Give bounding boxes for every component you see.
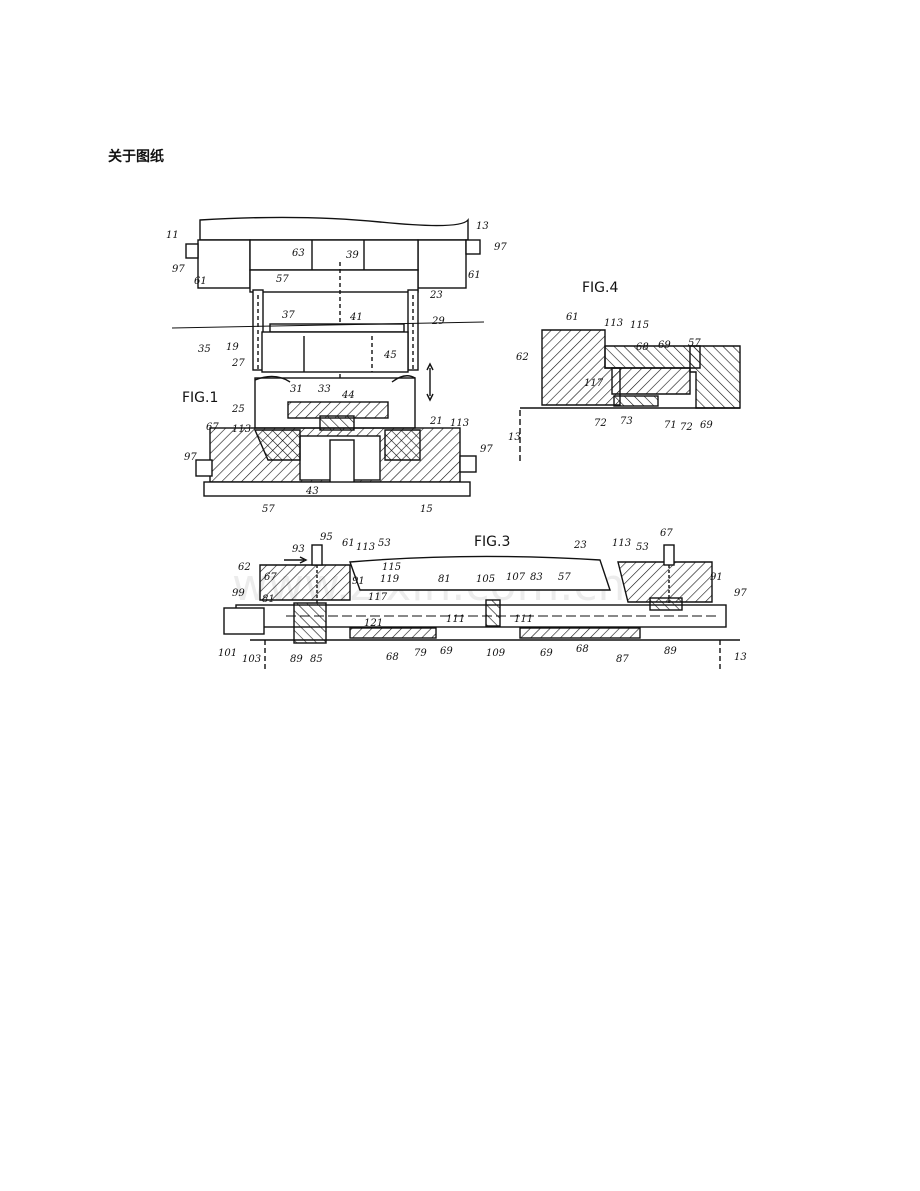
fig3-label-95: 95 <box>320 532 333 543</box>
fig4-label-113: 113 <box>604 318 623 329</box>
fig4-label-72b: 72 <box>680 422 693 433</box>
fig3-label-89a: 89 <box>290 654 303 665</box>
fig3-label-89b: 89 <box>664 646 677 657</box>
fig3-label-68a: 68 <box>386 652 399 663</box>
fig1-label-97d: 97 <box>480 444 493 455</box>
fig4-label-68: 68 <box>636 342 649 353</box>
fig3-label-97: 97 <box>734 588 747 599</box>
fig1-label-113b: 113 <box>450 418 469 429</box>
fig3-label-115: 115 <box>382 562 401 573</box>
fig4-label-73: 73 <box>620 416 633 427</box>
fig3-label-99: 99 <box>232 588 245 599</box>
fig3-label-62: 62 <box>238 562 251 573</box>
fig3-label-119: 119 <box>380 574 400 585</box>
fig3-label-81b: 81 <box>262 594 275 605</box>
fig1-label-35: 35 <box>198 344 211 355</box>
fig1-label-43: 43 <box>305 486 319 497</box>
fig3-label-69a: 69 <box>440 646 453 657</box>
fig1-label-97c: 97 <box>184 452 197 463</box>
fig1-label-57a: 57 <box>276 274 289 285</box>
fig3-label-105: 105 <box>476 574 495 585</box>
fig3-label-93: 93 <box>292 544 305 555</box>
fig3-label-113b: 113 <box>612 538 631 549</box>
fig3-label-121: 121 <box>364 618 383 629</box>
fig1-label-61a: 61 <box>194 276 207 287</box>
fig1-label-13: 13 <box>476 221 489 232</box>
fig4-label-62: 62 <box>516 352 529 363</box>
fig3-label-87: 87 <box>616 654 629 665</box>
fig4-label-117: 117 <box>584 378 604 389</box>
fig3-label-107: 107 <box>506 572 526 583</box>
fig3-label-53a: 53 <box>378 538 391 549</box>
fig1-label-45: 45 <box>383 350 397 361</box>
fig3-drawing <box>223 544 740 672</box>
fig3-label-67a: 67 <box>264 572 277 583</box>
fig1-label-19: 19 <box>226 342 239 353</box>
fig1-label-29: 29 <box>431 316 445 327</box>
fig1-label-63: 63 <box>292 248 305 259</box>
fig1-label-27: 27 <box>231 358 245 369</box>
fig1-label-44: 44 <box>341 390 355 401</box>
fig1-label-61b: 61 <box>468 270 481 281</box>
fig3-label-67b: 67 <box>660 528 673 539</box>
fig4-title: FIG.4 <box>582 280 618 296</box>
fig3-label-111a: 111 <box>446 614 465 625</box>
fig3-label-81a: 81 <box>438 574 451 585</box>
fig3-label-23: 23 <box>573 540 587 551</box>
fig4-label-72a: 72 <box>594 418 607 429</box>
fig1-label-39: 39 <box>346 250 359 261</box>
fig4-label-71: 71 <box>664 420 677 431</box>
fig1-label-57b: 57 <box>262 504 275 515</box>
fig3-label-69b: 69 <box>540 648 553 659</box>
fig1-label-11: 11 <box>166 230 179 241</box>
fig4-label-115: 115 <box>630 320 649 331</box>
fig3-label-79: 79 <box>414 648 427 659</box>
fig1-label-37: 37 <box>282 310 295 321</box>
fig1-label-113a: 113 <box>232 424 251 435</box>
fig1-title: FIG.1 <box>182 390 218 406</box>
fig3-label-83: 83 <box>530 572 543 583</box>
fig3-label-109: 109 <box>486 648 506 659</box>
fig3-label-113a: 113 <box>356 542 375 553</box>
fig4-drawing <box>519 329 741 462</box>
fig4-label-13: 13 <box>508 432 521 443</box>
fig3-label-111b: 111 <box>514 614 533 625</box>
fig4-label-61: 61 <box>566 312 579 323</box>
page-heading: 关于图纸 <box>108 149 164 165</box>
fig3-label-91b: 91 <box>710 572 723 583</box>
fig1-label-97a: 97 <box>172 264 185 275</box>
fig4-label-69a: 69 <box>658 340 671 351</box>
fig1-label-67: 67 <box>206 422 219 433</box>
fig1-label-23: 23 <box>429 290 443 301</box>
fig3-label-117: 117 <box>368 592 388 603</box>
fig4-label-69b: 69 <box>700 420 713 431</box>
fig3-label-103: 103 <box>242 654 261 665</box>
fig3-label-61: 61 <box>342 538 355 549</box>
fig3-label-101: 101 <box>218 648 237 659</box>
fig1-label-41: 41 <box>349 312 363 323</box>
fig3-label-85: 85 <box>310 654 323 665</box>
fig3-label-68b: 68 <box>576 644 589 655</box>
fig3-label-13: 13 <box>734 652 747 663</box>
fig3-label-91a: 91 <box>352 576 365 587</box>
fig3-label-53b: 53 <box>636 542 649 553</box>
fig1-label-15: 15 <box>420 504 433 515</box>
fig3-label-57: 57 <box>558 572 571 583</box>
fig1-label-33: 33 <box>318 384 331 395</box>
fig1-drawing <box>171 216 485 497</box>
fig4-label-57: 57 <box>688 338 701 349</box>
fig3-title: FIG.3 <box>474 534 510 550</box>
fig1-label-31: 31 <box>290 384 303 395</box>
fig1-label-97b: 97 <box>494 242 507 253</box>
fig1-label-21: 21 <box>429 416 443 427</box>
fig1-label-25: 25 <box>231 404 245 415</box>
